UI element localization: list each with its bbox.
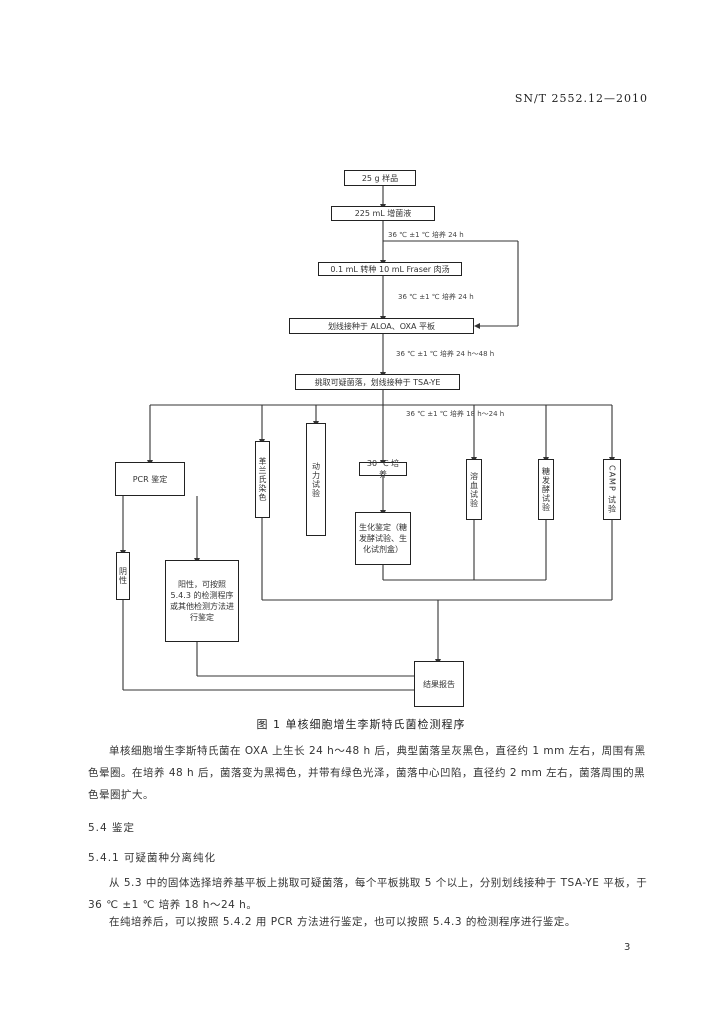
flow-positive-box: 阳性，可按照 5.4.3 的检测程序或其他检测方法进行鉴定 — [165, 560, 239, 642]
flow-hemolysis-box: 溶血试验 — [466, 459, 482, 520]
flow-sample-box: 25 g 样品 — [344, 170, 416, 186]
page-number: 3 — [624, 942, 631, 953]
paragraph-purification: 从 5.3 中的固体选择培养基平板上挑取可疑菌落，每个平板挑取 5 个以上，分别… — [88, 877, 648, 911]
flow-note-incubation-2: 36 ℃ ±1 ℃ 培养 24 h — [398, 293, 474, 301]
section-heading-5-4: 5.4 鉴定 — [88, 822, 136, 834]
paragraph-colony-morphology: 单核细胞增生李斯特氏菌在 OXA 上生长 24 h～48 h 后，典型菌落呈灰黑… — [88, 745, 646, 801]
flow-negative-box: 阴性 — [116, 552, 130, 600]
flow-enrichment-box: 225 mL 增菌液 — [331, 206, 435, 221]
flow-note-incubation-4: 36 ℃ ±1 ℃ 培养 18 h～24 h — [406, 410, 505, 418]
flow-gram-stain-box: 革兰氏染色 — [255, 441, 270, 518]
flow-camp-test-box: CAMP 试验 — [603, 459, 621, 520]
flow-motility-box: 动力试验 — [306, 423, 326, 536]
flow-result-report-box: 结果报告 — [414, 661, 464, 707]
flow-note-incubation-1: 36 ℃ ±1 ℃ 培养 24 h — [388, 231, 464, 239]
flow-30c-culture-box: 30 ℃ 培养 — [359, 459, 407, 479]
section-heading-5-4-1: 5.4.1 可疑菌种分离纯化 — [88, 852, 217, 864]
flowchart-connectors — [120, 186, 615, 691]
flow-biochem-box: 生化鉴定（糖发酵试验、生化试剂盒） — [355, 512, 411, 565]
flow-secondary-enrichment-box: 0.1 mL 转种 10 mL Fraser 肉汤 — [318, 262, 462, 276]
flow-streak-plate-box: 划线接种于 ALOA、OXA 平板 — [289, 318, 474, 334]
flow-sugar-fermentation-box: 糖发酵试验 — [538, 459, 554, 520]
flow-note-incubation-3: 36 ℃ ±1 ℃ 培养 24 h～48 h — [396, 350, 495, 358]
flow-pick-colony-box: 挑取可疑菌落，划线接种于 TSA-YE — [295, 374, 460, 390]
standard-number: SN/T 2552.12—2010 — [514, 92, 648, 105]
flow-pcr-box: PCR 鉴定 — [115, 462, 185, 496]
figure-caption: 图 1 单核细胞增生李斯特氏菌检测程序 — [256, 718, 466, 731]
paragraph-identification: 在纯培养后，可以按照 5.4.2 用 PCR 方法进行鉴定，也可以按照 5.4.… — [109, 916, 576, 928]
